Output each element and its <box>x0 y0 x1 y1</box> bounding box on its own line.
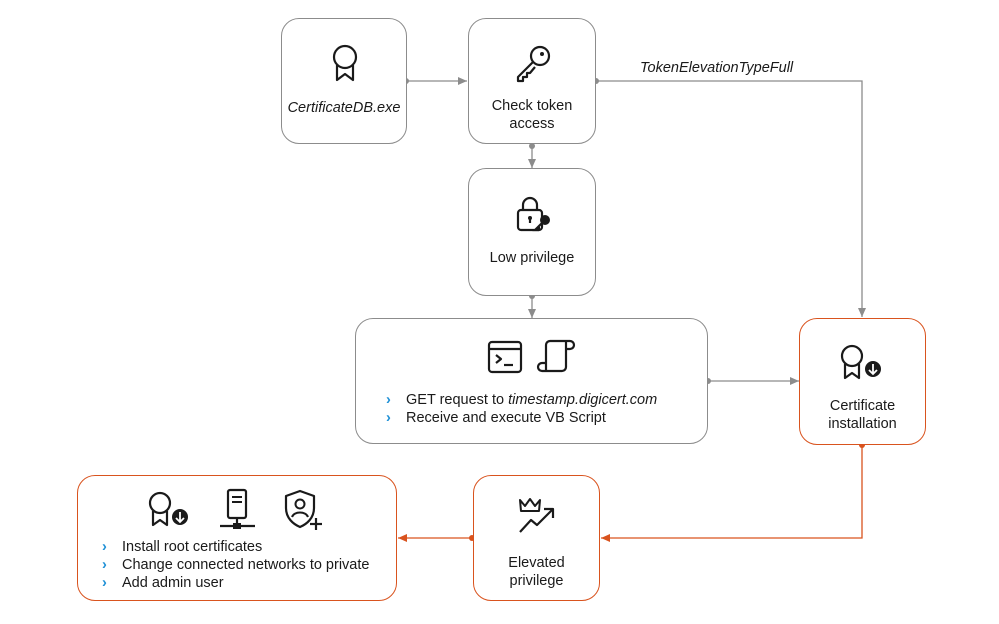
chevron-right-icon: › <box>102 557 107 573</box>
network-server-icon <box>220 488 255 529</box>
node-post-elevation-actions: ›Install root certificates ›Change conne… <box>77 475 397 601</box>
edge-low-privilege-to-script <box>528 293 536 318</box>
check-token-label-line1: Check token <box>491 98 573 114</box>
chevron-right-icon: › <box>386 392 391 408</box>
elevated-label-line2: privilege <box>509 573 564 589</box>
list-item: ›Receive and execute VB Script <box>386 410 606 426</box>
key-icon <box>516 45 551 83</box>
award-download-icon <box>148 491 188 527</box>
node-certificate-installation: Certificate installation <box>799 318 926 445</box>
terminal-window-icon <box>487 340 523 374</box>
node-certificatedb: CertificateDB.exe <box>281 18 407 144</box>
certificatedb-label: CertificateDB.exe <box>287 100 401 116</box>
node-script-execution: ›GET request to timestamp.digicert.com ›… <box>355 318 708 444</box>
node-elevated-privilege: Elevated privilege <box>473 475 600 601</box>
low-privilege-label: Low privilege <box>489 250 575 266</box>
cert-install-label-line2: installation <box>828 416 897 432</box>
list-item: ›Change connected networks to private <box>102 557 370 573</box>
edge-elevated-to-actions <box>398 534 475 542</box>
lock-key-icon <box>516 196 550 232</box>
list-item: ›Add admin user <box>102 575 224 591</box>
elevated-label-line1: Elevated <box>508 555 565 571</box>
crown-trend-icon <box>519 498 555 533</box>
edge-script-to-cert-install <box>705 377 799 385</box>
award-download-icon <box>840 344 881 380</box>
edge-certdb-to-check-token <box>403 77 467 85</box>
chevron-right-icon: › <box>102 539 107 555</box>
node-low-privilege: Low privilege <box>468 168 596 296</box>
chevron-right-icon: › <box>386 410 391 426</box>
cert-install-label-line1: Certificate <box>829 398 896 414</box>
script-bullet-list: ›GET request to timestamp.digicert.com ›… <box>384 391 657 427</box>
node-check-token-access: Check token access <box>468 18 596 144</box>
check-token-label-line2: access <box>509 116 555 132</box>
edge-check-token-to-low-privilege <box>528 143 536 168</box>
award-ribbon-icon <box>332 44 358 82</box>
script-scroll-icon <box>536 339 576 373</box>
list-item: ›Install root certificates <box>102 539 263 555</box>
token-elevation-type-full-label: TokenElevationTypeFull <box>640 60 794 76</box>
actions-bullet-list: ›Install root certificates ›Change conne… <box>100 538 369 592</box>
edge-token-full-to-cert-install <box>593 78 866 317</box>
shield-user-add-icon <box>284 489 322 530</box>
list-item: ›GET request to timestamp.digicert.com <box>386 392 658 408</box>
edge-cert-install-to-elevated <box>601 442 865 542</box>
chevron-right-icon: › <box>102 575 107 591</box>
